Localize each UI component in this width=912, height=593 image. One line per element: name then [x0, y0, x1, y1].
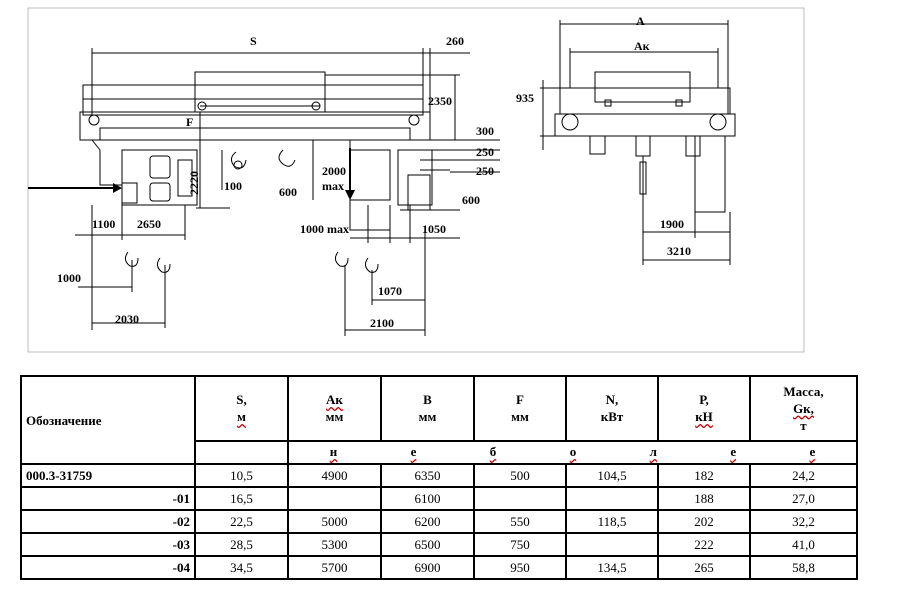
dim-Ak: Ак — [634, 39, 650, 53]
table-row: -03 28,5 5300 6500 750 222 41,0 — [20, 532, 858, 557]
header-P: Р,кН — [657, 375, 751, 442]
table-row: -02 22,5 5000 6200 550 118,5 202 32,2 — [20, 509, 858, 534]
cell-mass: 32,2 — [749, 509, 858, 534]
dim-250-a: 250 — [476, 145, 494, 159]
dim-935: 935 — [516, 91, 534, 105]
cell-mass: 27,0 — [749, 486, 858, 511]
units-cell: н е б о л е е — [287, 439, 858, 466]
dim-1000: 1000 — [57, 271, 81, 285]
cell-mass: 41,0 — [749, 532, 858, 557]
cell-N: 134,5 — [565, 555, 659, 580]
cell-F: 750 — [473, 532, 567, 557]
unit-letter: л — [649, 444, 657, 460]
unit-letter: н — [329, 444, 338, 460]
cell-S: 22,5 — [194, 509, 289, 534]
cell-designation: 000.3-31759 — [20, 463, 196, 488]
unit-letter: б — [489, 444, 497, 460]
cell-F — [473, 486, 567, 511]
cell-F: 500 — [473, 463, 567, 488]
dim-2100: 2100 — [370, 316, 394, 330]
cell-P: 182 — [657, 463, 751, 488]
cell-P: 265 — [657, 555, 751, 580]
cell-Ak — [287, 486, 382, 511]
header-N: N,кВт — [565, 375, 659, 442]
cell-S: 34,5 — [194, 555, 289, 580]
unit-letter: е — [809, 444, 816, 460]
dim-2350: 2350 — [428, 94, 452, 108]
cell-designation: -02 — [20, 509, 196, 534]
cell-Ak: 5300 — [287, 532, 382, 557]
dim-max: max — [322, 179, 344, 193]
units-row: н е б о л е е — [21, 439, 858, 466]
dim-300: 300 — [476, 124, 494, 138]
cell-designation: -01 — [20, 486, 196, 511]
cell-N — [565, 532, 659, 557]
cell-S: 28,5 — [194, 532, 289, 557]
dim-2220: 2220 — [187, 171, 201, 195]
dim-250-b: 250 — [476, 164, 494, 178]
header-S: S,м — [194, 375, 289, 442]
dim-2650: 2650 — [137, 217, 161, 231]
unit-letter: е — [730, 444, 737, 460]
cell-Ak: 5000 — [287, 509, 382, 534]
units-blank — [194, 439, 289, 466]
cell-N: 104,5 — [565, 463, 659, 488]
dim-1000-max: 1000 max — [300, 222, 349, 236]
dim-260: 260 — [446, 34, 464, 48]
header-designation: Обозначение — [20, 375, 196, 465]
dim-1100: 1100 — [92, 217, 115, 231]
cell-P: 222 — [657, 532, 751, 557]
dim-3210: 3210 — [667, 244, 691, 258]
cell-B: 6900 — [380, 555, 475, 580]
table-row: 000.3-31759 10,5 4900 6350 500 104,5 182… — [20, 463, 858, 488]
cell-B: 6350 — [380, 463, 475, 488]
cell-designation: -04 — [20, 555, 196, 580]
cell-mass: 24,2 — [749, 463, 858, 488]
unit-letter: о — [569, 444, 577, 460]
dim-2030: 2030 — [115, 312, 139, 326]
cell-B: 6100 — [380, 486, 475, 511]
cell-mass: 58,8 — [749, 555, 858, 580]
table-row: -04 34,5 5700 6900 950 134,5 265 58,8 — [20, 555, 858, 580]
dim-1900: 1900 — [660, 217, 684, 231]
cell-F: 550 — [473, 509, 567, 534]
cell-B: 6200 — [380, 509, 475, 534]
dim-2000: 2000 — [322, 164, 346, 178]
cell-N: 118,5 — [565, 509, 659, 534]
dim-1070: 1070 — [378, 284, 402, 298]
dim-100: 100 — [224, 179, 242, 193]
cell-Ak: 5700 — [287, 555, 382, 580]
dim-600-right: 600 — [462, 193, 480, 207]
cell-designation: -03 — [20, 532, 196, 557]
cell-P: 202 — [657, 509, 751, 534]
cell-S: 16,5 — [194, 486, 289, 511]
crane-drawing: S 260 2350 300 250 250 600 F 2220 100 60… — [27, 7, 805, 353]
cell-Ak: 4900 — [287, 463, 382, 488]
header-mass: Масса,Gк,т — [749, 375, 858, 442]
dim-1050: 1050 — [422, 222, 446, 236]
dim-S: S — [250, 34, 257, 48]
cell-S: 10,5 — [194, 463, 289, 488]
dim-600: 600 — [279, 185, 297, 199]
dim-F: F — [186, 115, 193, 129]
dim-A: А — [636, 14, 645, 28]
unit-letter: е — [410, 444, 417, 460]
table-row: -01 16,5 6100 188 27,0 — [20, 486, 858, 511]
cell-B: 6500 — [380, 532, 475, 557]
cell-N — [565, 486, 659, 511]
cell-F: 950 — [473, 555, 567, 580]
cell-P: 188 — [657, 486, 751, 511]
